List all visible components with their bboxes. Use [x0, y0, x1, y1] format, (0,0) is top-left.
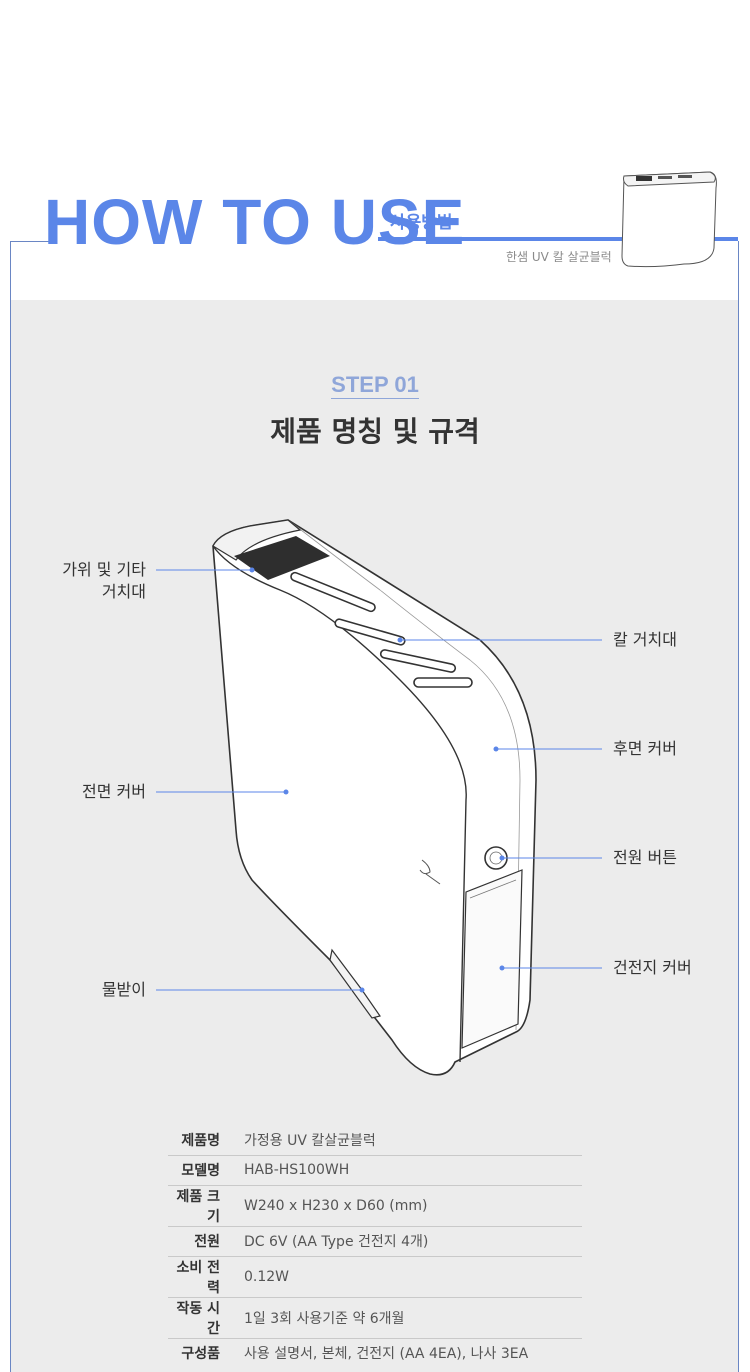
callout-power-button: 전원 버튼 [613, 848, 677, 867]
spec-label: 모델명 [168, 1155, 244, 1186]
spec-label: 제품 크기 [168, 1185, 244, 1227]
page-subtitle: 사용방법 [390, 213, 453, 233]
product-name: 한샘 UV 칼 살균블럭 [506, 250, 612, 264]
spec-label: 제품명 [168, 1125, 244, 1156]
spec-value: 가정용 UV 칼살균블럭 [244, 1125, 582, 1156]
battery-cover-shape [461, 869, 523, 1049]
table-row: 소비 전력 0.12W [168, 1256, 582, 1298]
product-diagram [156, 519, 602, 1076]
spec-table: 제품명 가정용 UV 칼살균블럭 모델명 HAB-HS100WH 제품 크기 W… [168, 1125, 582, 1368]
callout-knife-holder: 칼 거치대 [613, 630, 677, 649]
spec-label: 구성품 [181, 1346, 220, 1363]
callout-scissors-holder-line1: 가위 및 기타 [62, 560, 146, 579]
spec-label: 전원 [168, 1226, 244, 1257]
frame-left-line [10, 241, 11, 1372]
callout-scissors-holder-line2: 거치대 [101, 582, 146, 601]
spec-value: 사용 설명서, 본체, 건전지 (AA 4EA), 나사 3EA [244, 1346, 529, 1363]
scissors-slot [234, 536, 330, 580]
knife-slot-4 [413, 677, 473, 688]
table-row: 모델명 HAB-HS100WH [168, 1155, 582, 1186]
spec-label: 작동 시간 [168, 1297, 244, 1339]
spec-value: HAB-HS100WH [244, 1155, 582, 1186]
callout-front-cover: 전면 커버 [82, 782, 146, 801]
product-thumbnail [621, 171, 717, 268]
callout-scissors-holder: 가위 및 기타 거치대 [40, 559, 146, 603]
spec-label: 소비 전력 [168, 1256, 244, 1298]
section-title: 제품 명칭 및 규격 [270, 415, 480, 448]
drip-tray-shape [329, 948, 381, 1019]
spec-value: 1일 3회 사용기준 약 6개월 [244, 1297, 582, 1339]
table-row: 제품 크기 W240 x H230 x D60 (mm) [168, 1185, 582, 1227]
table-row: 작동 시간 1일 3회 사용기준 약 6개월 [168, 1297, 582, 1339]
knife-slot-2 [334, 618, 406, 646]
step-label-text: STEP 01 [331, 372, 419, 399]
callout-drip-tray: 물받이 [101, 980, 146, 999]
table-row: 제품명 가정용 UV 칼살균블럭 [168, 1125, 582, 1156]
spec-value: 0.12W [244, 1256, 582, 1298]
page-title: HOW TO USE [44, 186, 466, 258]
device-top-face [212, 519, 302, 561]
device-body [212, 519, 537, 1076]
title-underline [378, 237, 738, 241]
table-row: 구성품 사용 설명서, 본체, 건전지 (AA 4EA), 나사 3EA [168, 1338, 582, 1368]
callout-battery-cover: 건전지 커버 [613, 958, 692, 977]
callout-rear-cover: 후면 커버 [613, 739, 677, 758]
leader-lines [156, 567, 602, 993]
spec-value: DC 6V (AA Type 건전지 4개) [244, 1226, 582, 1257]
device-front-edge [212, 545, 467, 1063]
frame-top-line [10, 241, 50, 242]
knife-slot-1 [290, 571, 376, 613]
step-label: STEP 01 [0, 372, 750, 399]
device-illustration [212, 519, 537, 1076]
table-row: 전원 DC 6V (AA Type 건전지 4개) [168, 1226, 582, 1257]
knife-slot-3 [379, 649, 457, 673]
logo-mark [419, 859, 441, 885]
frame-right-line [738, 241, 739, 1372]
spec-value: W240 x H230 x D60 (mm) [244, 1185, 582, 1227]
